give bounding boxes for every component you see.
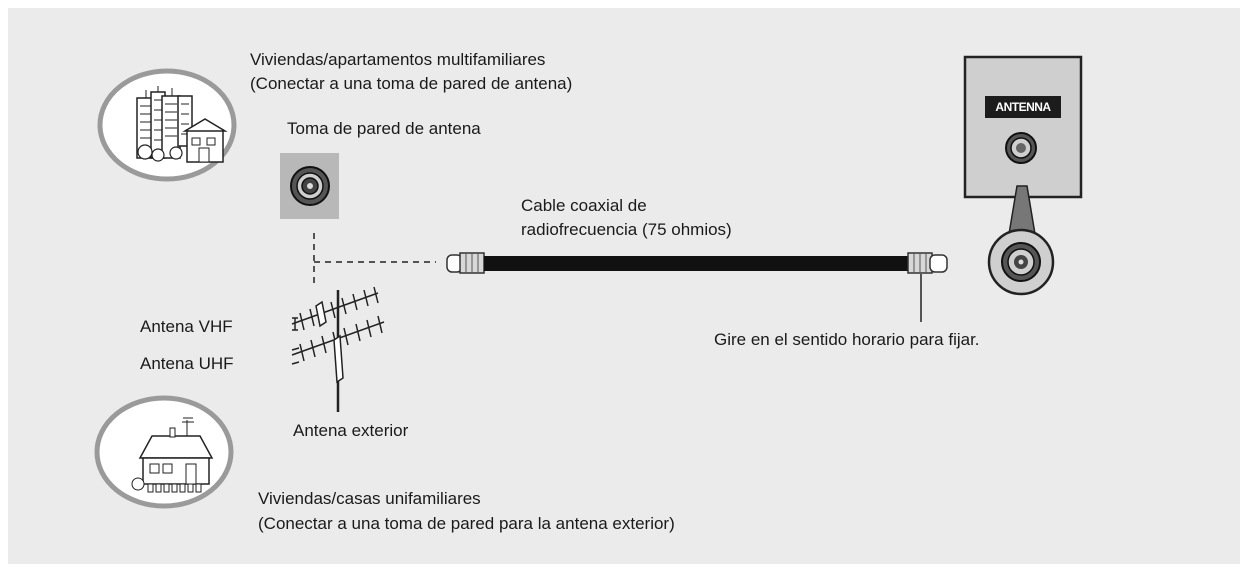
cable-label-line1: Cable coaxial de (521, 196, 647, 215)
apartment-title: Viviendas/apartamentos multifamiliares (250, 50, 546, 69)
dashed-connection-line (313, 233, 436, 286)
houses-title: Viviendas/casas unifamiliares (258, 489, 481, 508)
uhf-antenna-label: Antena UHF (140, 354, 234, 373)
coaxial-cable (446, 252, 948, 322)
cable-label-line2: radiofrecuencia (75 ohmios) (521, 220, 732, 239)
houses-instruction: (Conectar a una toma de pared para la an… (258, 514, 675, 533)
wall-outlet-label: Toma de pared de antena (287, 119, 481, 138)
apartment-buildings-icon (97, 68, 237, 182)
outdoor-antenna-label: Antena exterior (293, 421, 409, 440)
house-icon (94, 395, 234, 509)
antenna-wall-outlet (280, 153, 339, 219)
twist-note: Gire en el sentido horario para fijar. (714, 330, 980, 349)
tv-antenna-port-label: ANTENNA (995, 100, 1051, 114)
apartment-instruction: (Conectar a una toma de pared de antena) (250, 74, 573, 93)
vhf-antenna-label: Antena VHF (140, 317, 233, 336)
tv-antenna-input (963, 55, 1083, 296)
outdoor-antenna-icon (291, 286, 385, 412)
